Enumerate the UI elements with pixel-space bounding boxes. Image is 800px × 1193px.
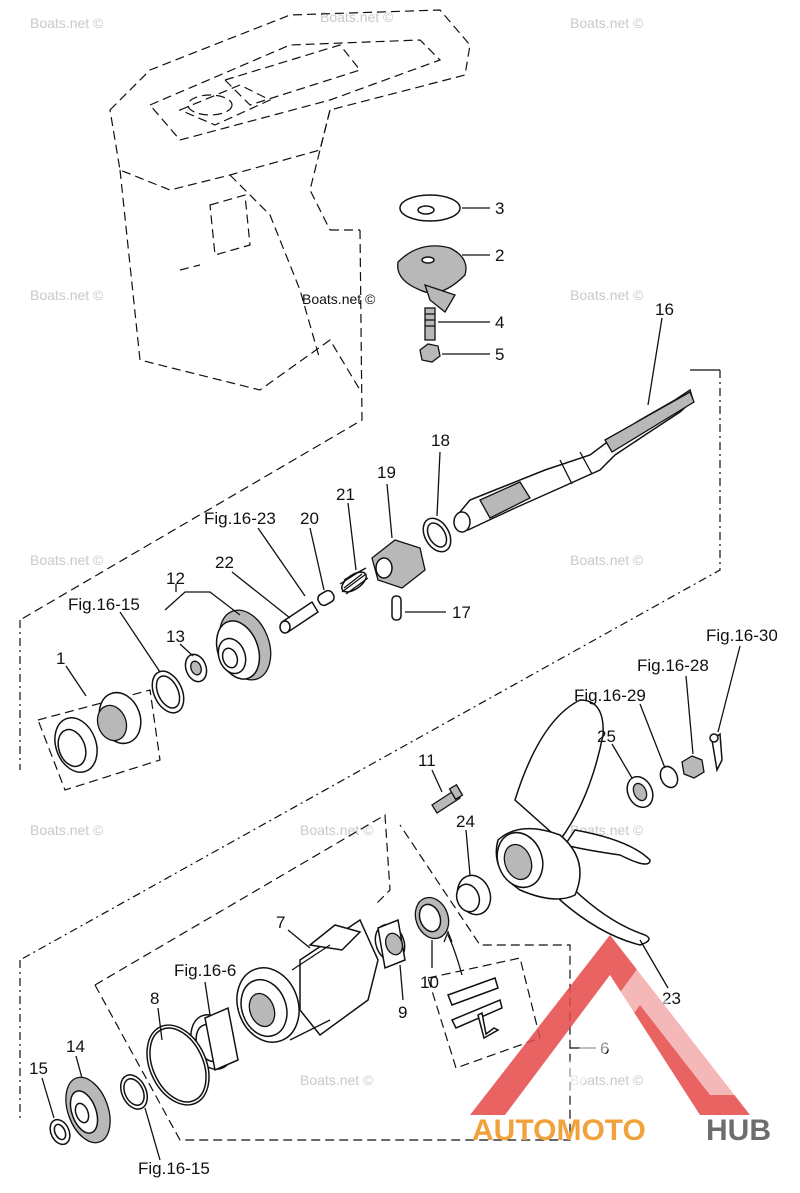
anode-2 [397, 245, 467, 313]
nut-5 [419, 343, 441, 363]
watermark: Boats.net © [300, 822, 374, 838]
anode-cap-3 [399, 194, 461, 222]
callout-7: 7 [276, 913, 285, 932]
cotter-pin-fig-16-30 [709, 732, 723, 773]
thrust-washer-15 [49, 1118, 71, 1146]
callout-19: 19 [377, 463, 396, 482]
ref-fig-16-15-top[interactable]: Fig.16-15 [68, 595, 140, 614]
ref-fig-16-29[interactable]: Fig.16-29 [574, 686, 646, 705]
ref-fig-16-28[interactable]: Fig.16-28 [637, 656, 709, 675]
seal-detail [447, 977, 503, 1040]
oil-seal-10 [414, 896, 450, 940]
washer-fig-16-29 [659, 765, 679, 789]
callout-2: 2 [495, 246, 504, 265]
watermark: Boats.net © [30, 822, 104, 838]
callout-16: 16 [655, 300, 674, 319]
callout-13: 13 [166, 627, 185, 646]
watermark: Boats.net © [30, 552, 104, 568]
callout-3: 3 [495, 199, 504, 218]
ref-fig-16-30[interactable]: Fig.16-30 [706, 626, 778, 645]
shim-ring-top [151, 670, 185, 714]
callout-18: 18 [431, 431, 450, 450]
callout-24: 24 [456, 812, 475, 831]
washer-25 [626, 775, 654, 809]
needle-bearing-9 [374, 918, 406, 970]
logo-text-hub: HUB [706, 1114, 771, 1147]
lower-casing-outline [19, 9, 471, 621]
clutch-dog-19 [371, 539, 426, 589]
logo-text-automoto: AUTOMOTO [472, 1114, 646, 1147]
shift-plunger-22 [279, 600, 320, 634]
spring-21 [339, 567, 369, 595]
plunger-20 [317, 589, 335, 607]
ref-fig-16-6[interactable]: Fig.16-6 [174, 961, 236, 980]
watermark: Boats.net © [30, 15, 104, 31]
callout-12: 12 [166, 569, 185, 588]
stud-bolt-4 [424, 307, 436, 341]
callout-25: 25 [597, 727, 616, 746]
o-ring-18 [422, 517, 452, 553]
shim-ring-bottom [119, 1074, 149, 1110]
cross-pin-17 [391, 595, 402, 621]
spacer-24 [455, 874, 492, 916]
bearing-13 [184, 653, 208, 683]
watermarks: Boats.net © Boats.net © Boats.net © Boat… [30, 9, 644, 1088]
callout-5: 5 [495, 345, 504, 364]
o-ring-8 [146, 1024, 210, 1106]
bearing-housing-7 [236, 918, 379, 1043]
ref-fig-16-23[interactable]: Fig.16-23 [204, 509, 276, 528]
forward-gear-14 [65, 1076, 111, 1144]
callout-8: 8 [150, 989, 159, 1008]
nut-fig-16-28 [681, 755, 705, 779]
callout-22: 22 [215, 553, 234, 572]
reverse-gear-12 [215, 609, 272, 681]
callout-9: 9 [398, 1003, 407, 1022]
callout-17: 17 [452, 603, 471, 622]
watermark: Boats.net © [570, 15, 644, 31]
automotohub-logo: AUTOMOTO HUB [470, 935, 771, 1147]
callout-4: 4 [495, 313, 504, 332]
callout-14: 14 [66, 1037, 85, 1056]
ref-fig-16-15-bottom[interactable]: Fig.16-15 [138, 1159, 210, 1178]
bolt-11 [431, 783, 464, 814]
watermark: Boats.net © [570, 287, 644, 303]
watermark: Boats.net © [300, 1072, 374, 1088]
watermark-label: Boats.net © [302, 291, 376, 307]
watermark: Boats.net © [570, 552, 644, 568]
callout-1: 1 [56, 649, 65, 668]
callout-15: 15 [29, 1059, 48, 1078]
propeller-23 [495, 699, 651, 946]
callout-21: 21 [336, 485, 355, 504]
callout-20: 20 [300, 509, 319, 528]
propeller-shaft-16 [453, 388, 695, 533]
pinion-gear-1 [54, 691, 142, 773]
callout-11: 11 [418, 751, 436, 770]
watermark: Boats.net © [30, 287, 104, 303]
